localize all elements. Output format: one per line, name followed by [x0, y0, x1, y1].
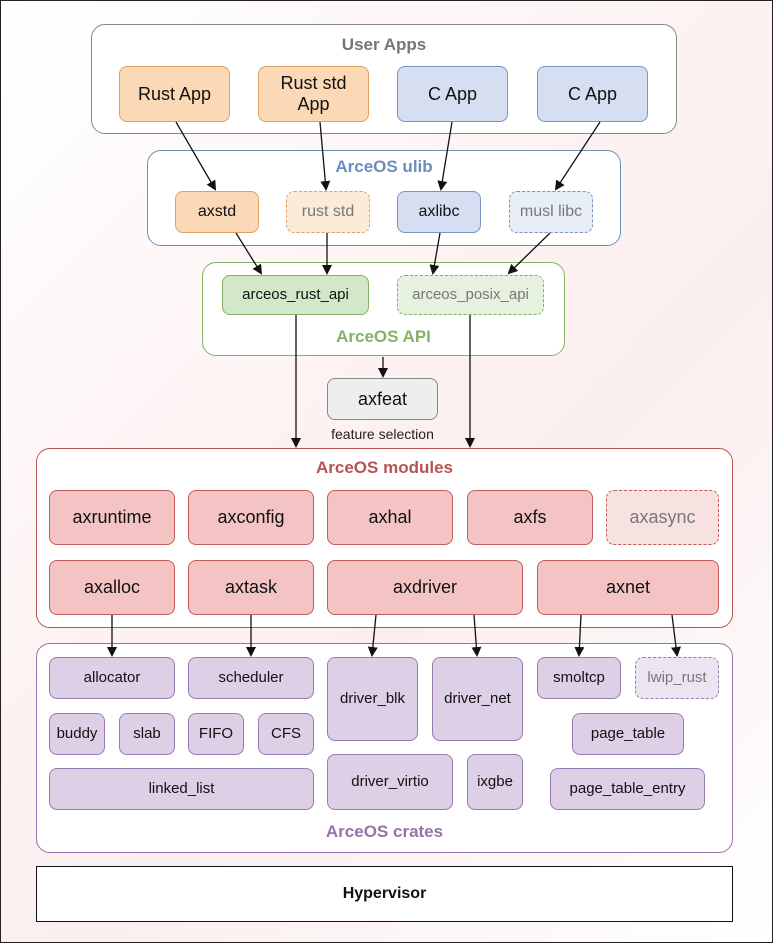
crate-fifo: FIFO: [188, 713, 244, 755]
node-axlibc: axlibc: [397, 191, 481, 233]
crate-cfs: CFS: [258, 713, 314, 755]
arrow-c-app-axlibc: [437, 121, 453, 191]
crate-lwip-rust: lwip_rust: [635, 657, 719, 699]
arrow-axdriver-driver-blk: [367, 614, 378, 657]
group-title-modules: ArceOS modules: [316, 458, 453, 477]
group-title-ulib: ArceOS ulib: [335, 157, 433, 176]
crate-allocator: allocator: [49, 657, 175, 699]
arrow-axlibc-posix-api: [429, 232, 441, 275]
node-c-app-1: C App: [397, 66, 508, 122]
arrow-axnet-lwip-rust: [671, 614, 681, 657]
arrow-rust-std-app-rust-std: [319, 121, 331, 191]
group-title-crates: ArceOS crates: [325, 822, 444, 841]
node-axasync: axasync: [606, 490, 719, 545]
crate-linked-list: linked_list: [49, 768, 314, 810]
node-axalloc: axalloc: [49, 560, 175, 615]
node-axconfig: axconfig: [188, 490, 314, 545]
node-arceos-posix-api: arceos_posix_api: [397, 275, 544, 315]
group-title-user-apps: User Apps: [341, 35, 427, 54]
arrow-rust-app-axstd: [175, 121, 217, 191]
node-axruntime: axruntime: [49, 490, 175, 545]
crate-driver-virtio: driver_virtio: [327, 754, 453, 810]
arrow-c-app-musl-libc: [554, 121, 601, 191]
node-axtask: axtask: [188, 560, 314, 615]
node-rust-std-app: Rust std App: [258, 66, 369, 122]
node-axdriver: axdriver: [327, 560, 523, 615]
crate-driver-net: driver_net: [432, 657, 523, 741]
arrow-axdriver-driver-net: [471, 614, 482, 657]
arrow-musl-libc-posix-api: [507, 232, 551, 275]
node-axstd: axstd: [175, 191, 259, 233]
arrow-axnet-smoltcp: [574, 614, 585, 657]
node-axfeat: axfeat: [327, 378, 438, 420]
node-rust-app: Rust App: [119, 66, 230, 122]
crate-slab: slab: [119, 713, 175, 755]
node-musl-libc: musl libc: [509, 191, 593, 233]
axfeat-caption: feature selection: [331, 426, 434, 442]
node-hypervisor: Hypervisor: [36, 866, 733, 922]
arrow-axstd-rust-api: [235, 232, 263, 275]
node-axnet: axnet: [537, 560, 719, 615]
node-axhal: axhal: [327, 490, 453, 545]
node-arceos-rust-api: arceos_rust_api: [222, 275, 369, 315]
crate-page-table-entry: page_table_entry: [550, 768, 705, 810]
crate-ixgbe: ixgbe: [467, 754, 523, 810]
crate-scheduler: scheduler: [188, 657, 314, 699]
group-title-api: ArceOS API: [336, 327, 431, 346]
node-rust-std: rust std: [286, 191, 370, 233]
crate-smoltcp: smoltcp: [537, 657, 621, 699]
crate-driver-blk: driver_blk: [327, 657, 418, 741]
crate-buddy: buddy: [49, 713, 105, 755]
node-axfs: axfs: [467, 490, 593, 545]
crate-page-table: page_table: [572, 713, 684, 755]
node-c-app-2: C App: [537, 66, 648, 122]
